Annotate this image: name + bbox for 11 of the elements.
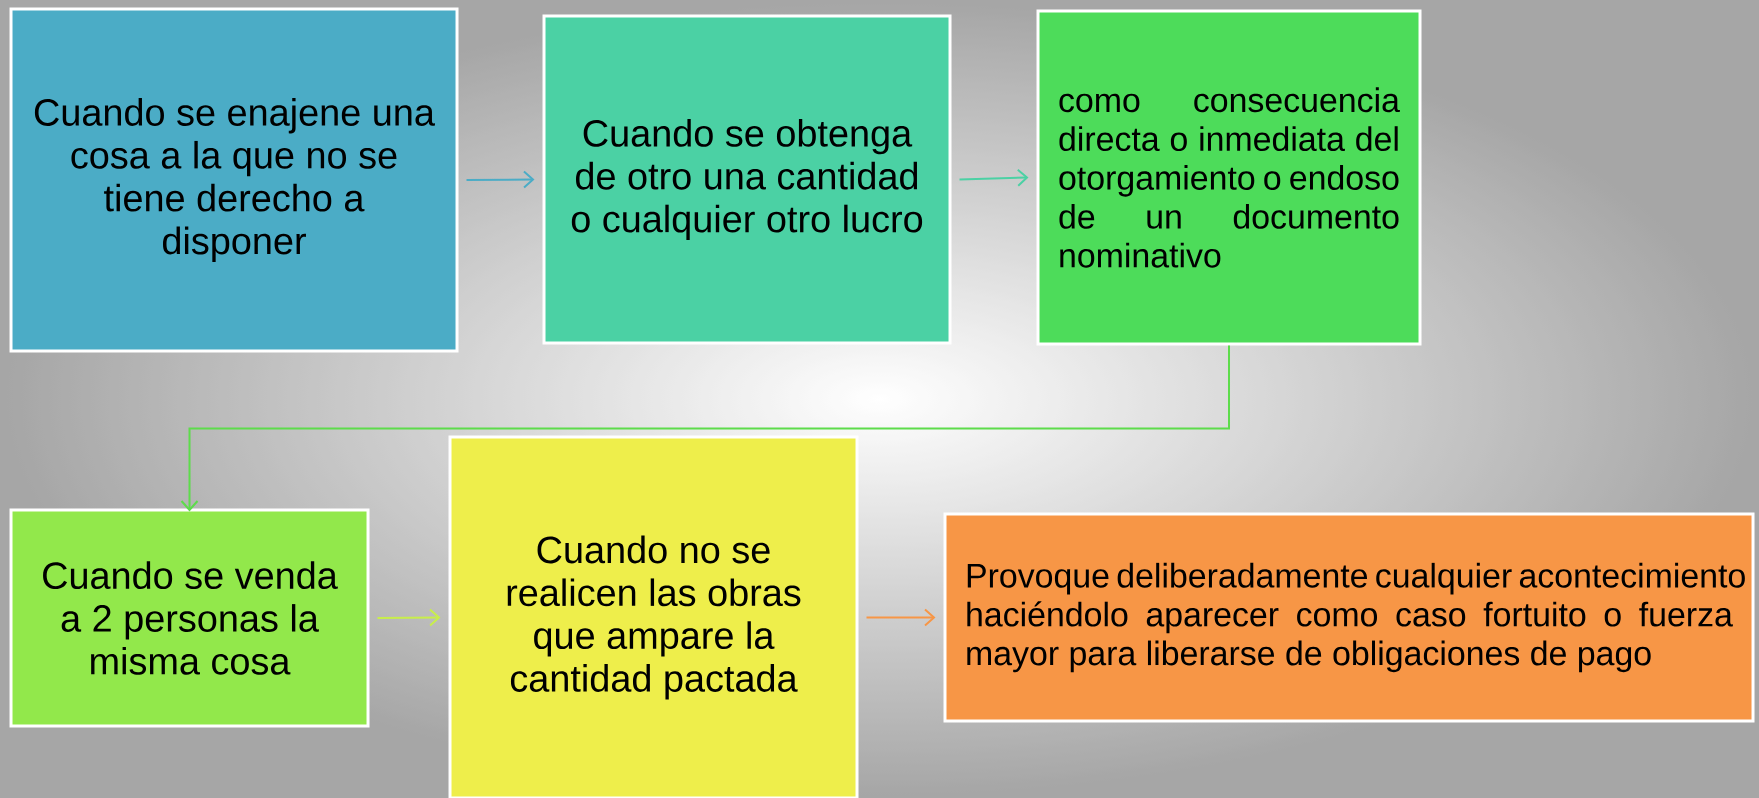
arrow [958, 168, 1029, 187]
arrow [465, 170, 535, 189]
process-box: Cuando se enajene una cosa a la que no se tiene derecho a disponer [9, 7, 459, 353]
process-box: como consecuencia directa o inmediata del otorgamiento o endoso de un documento nominativo [1036, 9, 1422, 346]
arrow [376, 608, 441, 627]
process-box: Cuando se venda a 2 personas la misma cosa [9, 508, 370, 728]
process-box: Cuando se obtenga de otro una cantidad o cualquier otro lucro [542, 14, 952, 345]
arrow [180, 344, 1230, 512]
process-box: Provoque deliberadamente cualquier acontecimiento haciéndolo aparecer como caso fortuito o fuerza mayor para liberarse de obligaciones de pago [943, 512, 1755, 723]
arrow [865, 608, 936, 627]
process-box: Cuando no se realicen las obras que ampare la cantidad pactada [448, 435, 859, 798]
